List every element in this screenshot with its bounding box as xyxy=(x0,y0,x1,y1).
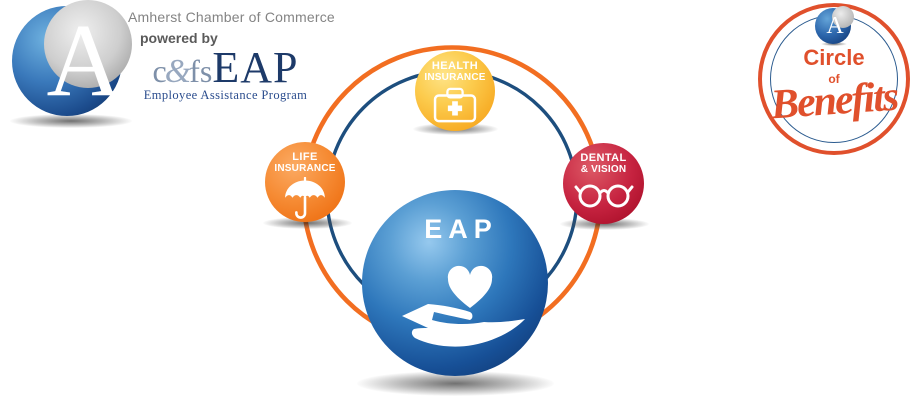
provider-logo: c & fs EAP Employee Assistance Program xyxy=(137,42,314,105)
shadow xyxy=(10,114,132,128)
provider-wordmark-fs: fs xyxy=(189,52,213,89)
node-eap-center: EAP xyxy=(362,190,548,376)
node-health-label-line2: INSURANCE xyxy=(424,72,486,84)
badge-monogram-sphere: A xyxy=(815,5,854,44)
node-health-insurance: HEALTH INSURANCE xyxy=(415,51,495,131)
node-health-label-line1: HEALTH xyxy=(431,60,479,72)
powered-by-text: powered by xyxy=(140,30,218,46)
provider-wordmark-amp: & xyxy=(164,52,192,90)
chamber-name-text: Amherst Chamber of Commerce xyxy=(128,9,335,25)
first-aid-kit-icon xyxy=(433,87,477,123)
provider-wordmark-c: c xyxy=(152,52,167,89)
chamber-logo: A xyxy=(0,0,150,142)
node-dental-label-line1: DENTAL xyxy=(580,152,627,164)
eyeglasses-icon xyxy=(574,184,633,208)
chamber-monogram-letter: A xyxy=(46,3,122,118)
node-life-label-line1: LIFE xyxy=(292,151,318,163)
node-life-insurance: LIFE INSURANCE xyxy=(265,142,345,222)
node-life-label-line2: INSURANCE xyxy=(274,163,336,175)
node-dental-label-line2: & VISION xyxy=(580,164,627,176)
shadow xyxy=(560,218,649,230)
badge-monogram-gray-circle xyxy=(831,5,854,29)
shadow xyxy=(263,217,352,229)
chamber-logo-gray-circle xyxy=(44,0,132,88)
heart-in-hand-icon xyxy=(402,265,525,347)
eap-label: EAP xyxy=(424,214,498,244)
provider-wordmark: c & fs EAP xyxy=(152,42,299,92)
shadow xyxy=(821,42,847,46)
badge-circle-of-benefits: A Circle of Benefits xyxy=(758,3,910,155)
badge-word-circle: Circle xyxy=(803,45,865,70)
provider-tagline: Employee Assistance Program xyxy=(143,88,308,103)
umbrella-icon xyxy=(285,177,325,219)
badge-monogram-letter: A xyxy=(826,13,844,39)
provider-wordmark-eap: EAP xyxy=(212,42,299,92)
node-dental-vision: DENTAL & VISION xyxy=(563,143,644,224)
badge-word-of: of xyxy=(828,72,840,86)
